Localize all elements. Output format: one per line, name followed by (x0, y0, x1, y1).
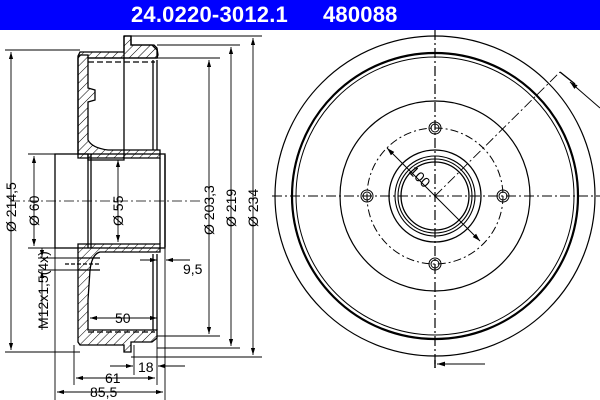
dim-9-5: 9,5 (183, 261, 203, 277)
dim-bolt-circle-100: 100 (406, 163, 434, 191)
dim-61: 61 (105, 370, 121, 386)
title-bar: 24.0220-3012.1 480088 (0, 0, 600, 30)
dim-braking-203-3: Ø 203,3 (201, 185, 217, 235)
dim-219: Ø 219 (223, 189, 239, 227)
reference-number: 480088 (323, 2, 398, 27)
dim-thread-m12: M12x1,5(4x) (35, 251, 51, 329)
dim-18: 18 (138, 359, 154, 375)
dim-85-5: 85,5 (90, 384, 117, 400)
side-view-dimensions (5, 35, 262, 400)
dim-outer-214-5: Ø 214,5 (3, 182, 19, 232)
part-number: 24.0220-3012.1 (131, 2, 288, 27)
dim-234: Ø 234 (245, 189, 261, 227)
front-view (272, 30, 600, 368)
dim-hub-60: Ø 60 (26, 195, 42, 226)
dim-bore-55: Ø 55 (110, 195, 126, 226)
dim-50: 50 (115, 310, 131, 326)
side-section-view (10, 35, 200, 353)
side-view-labels: Ø 214,5 Ø 60 M12x1,5(4x) Ø 55 Ø 203,3 Ø … (3, 182, 261, 400)
